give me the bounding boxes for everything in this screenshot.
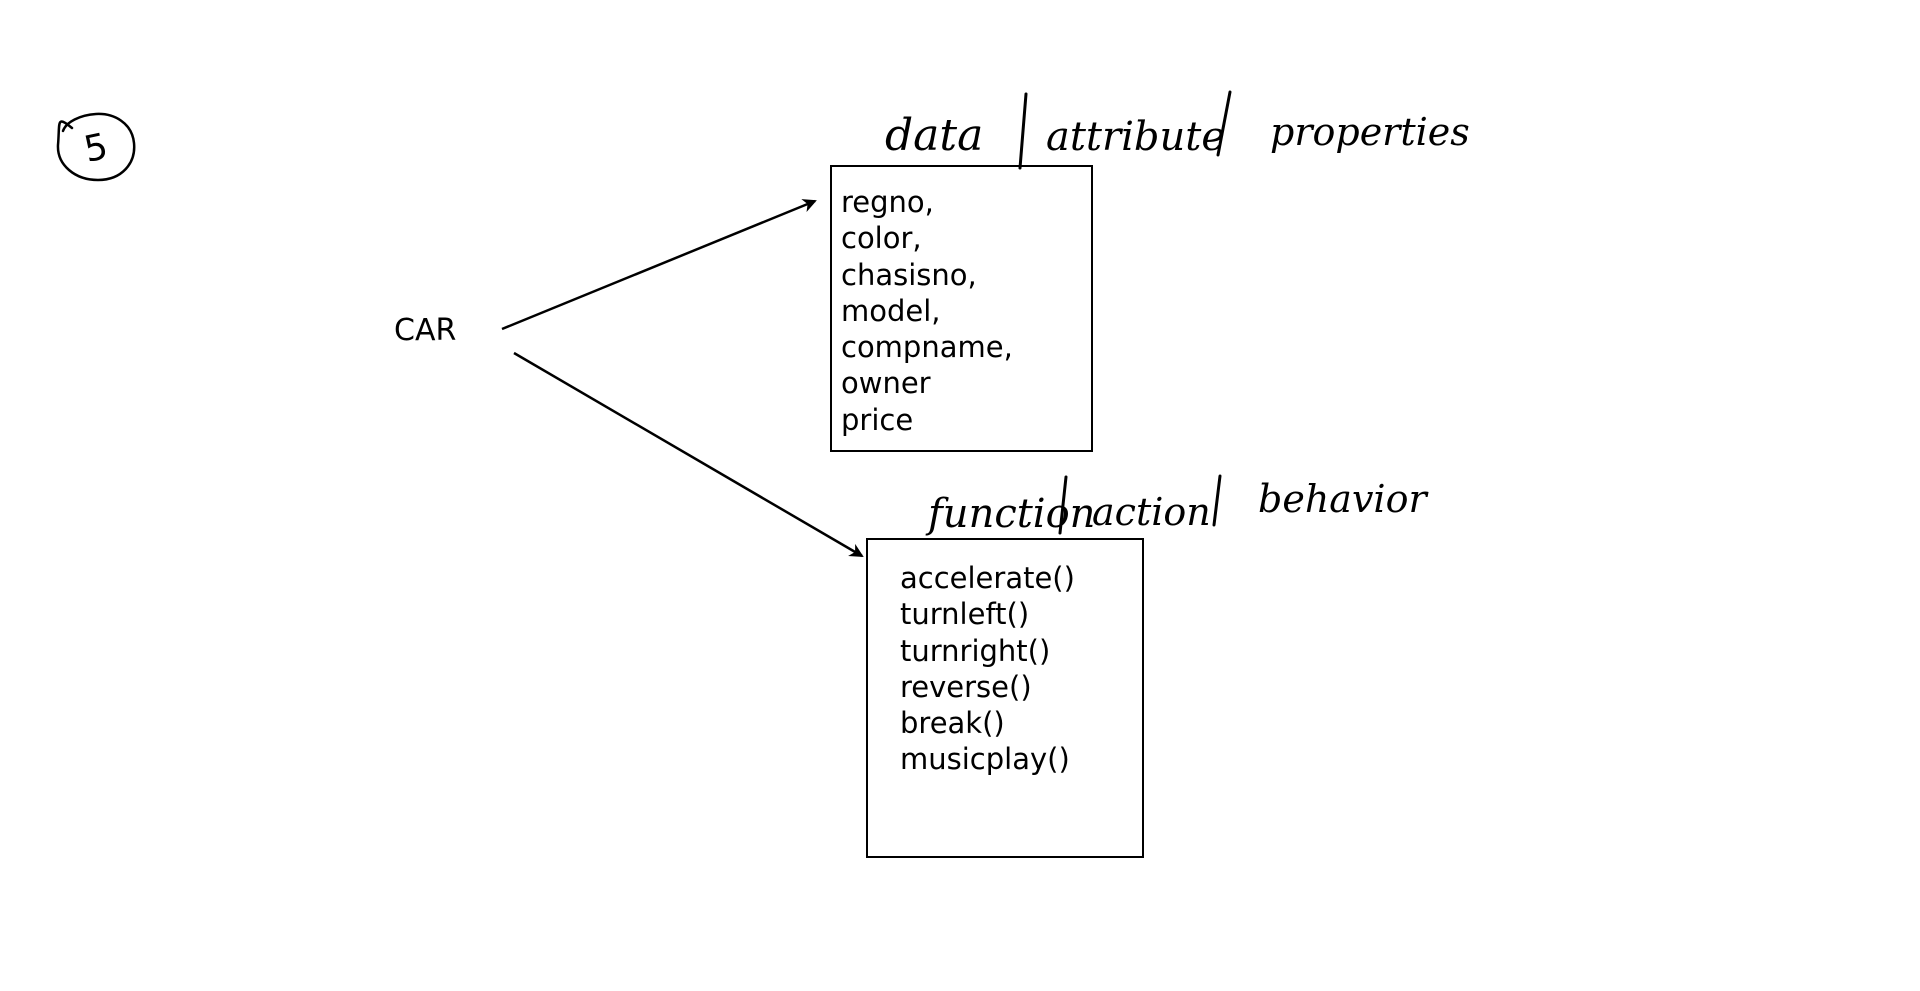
heading-function-word: function (925, 491, 1095, 537)
heading-attribute-word: attribute (1046, 114, 1225, 160)
heading-data-word: data (885, 110, 983, 161)
heading-action-word: action (1092, 490, 1211, 534)
attribute-item: regno, (841, 185, 934, 219)
function-item: break() (900, 706, 1005, 741)
step-number: 5 (81, 126, 112, 171)
attribute-item: model, (841, 293, 941, 328)
function-behavior-box: accelerate() turnleft() turnright() reve… (866, 538, 1144, 858)
function-item: accelerate() (900, 561, 1075, 595)
heading-separator (1018, 92, 1028, 170)
attribute-item: color, (841, 221, 922, 256)
heading-properties-word: properties (1270, 110, 1470, 154)
car-object-label: CAR (394, 313, 457, 348)
function-item: reverse() (900, 669, 1032, 704)
attribute-item: chasisno, (841, 257, 977, 292)
data-attributes-box: regno, color, chasisno, model, compname,… (830, 165, 1093, 452)
function-item: turnright() (900, 633, 1051, 668)
function-item: turnleft() (900, 597, 1030, 632)
arrow-to-function-box (513, 351, 864, 558)
heading-behavior-word: behavior (1258, 477, 1429, 521)
heading-separator (1212, 474, 1222, 527)
attribute-item: price (841, 402, 914, 437)
data-box-heading: data attribute properties (885, 90, 1470, 170)
attribute-item: compname, (841, 330, 1013, 365)
function-item: musicplay() (900, 742, 1070, 777)
heading-separator (1058, 475, 1068, 535)
heading-separator (1216, 90, 1232, 157)
step-number-badge: 5 (56, 112, 136, 182)
function-box-heading: function action behavior (925, 474, 1429, 537)
arrow-to-data-box (501, 199, 817, 331)
attribute-item: owner (841, 366, 931, 401)
